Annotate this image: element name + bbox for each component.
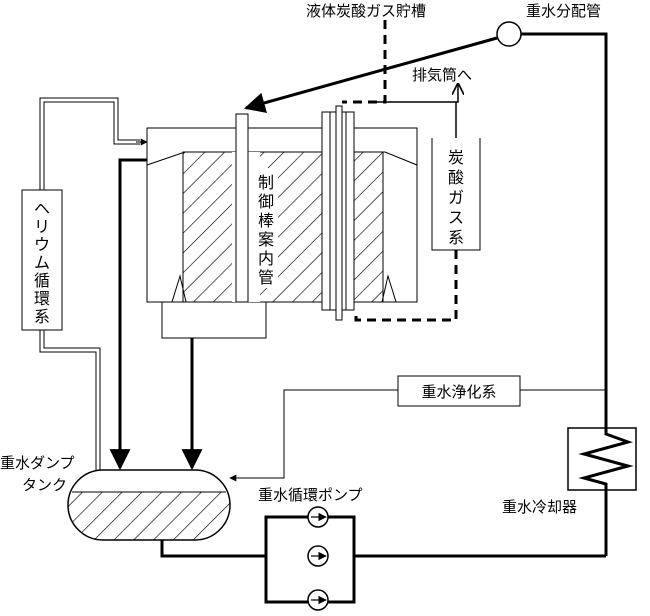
co2-char-5: 系	[448, 228, 464, 247]
purification-return-line	[229, 389, 398, 482]
exhaust-line	[370, 84, 458, 103]
overflow-line	[109, 158, 147, 471]
guide-tube-char-4: 案	[258, 230, 274, 249]
cooler-coil	[578, 428, 634, 490]
inlet-line	[243, 36, 498, 114]
heavy-water-header-label: 重水分配管	[526, 2, 601, 20]
control-rod-guide-tube-label: 制 御 棒 案 内 管	[256, 168, 278, 288]
guide-tube-char-1: 制	[258, 173, 274, 192]
helium-char-4: ム	[34, 253, 50, 272]
helium-system-box	[21, 189, 63, 331]
circulation-pumps	[160, 490, 608, 611]
guide-tube-char-6: 管	[258, 268, 274, 287]
co2-char-1: 炭	[448, 148, 464, 167]
heavy-water-header-circle	[496, 21, 522, 47]
dump-to-pump-line	[160, 540, 266, 558]
heavy-water-dump-tank	[67, 469, 231, 541]
helium-pipe-top-b	[43, 101, 140, 190]
helium-pipe-top-a	[39, 97, 140, 190]
dump-tank-label-line1: 重水ダンプ	[0, 454, 75, 472]
guide-tube-char-5: 内	[258, 249, 274, 268]
co2-return-dashed-line	[354, 250, 458, 322]
guide-tube-char-3: 棒	[258, 211, 274, 230]
reactor-lower-box	[161, 302, 267, 339]
liquid-co2-tank-label: 液体炭酸ガス貯槽	[306, 2, 426, 20]
core-support-right	[381, 274, 397, 303]
cooler-label: 重水冷却器	[502, 498, 577, 516]
control-rod-guide-tube	[235, 113, 249, 303]
co2-supply-dashed-line	[342, 20, 387, 104]
helium-pipe-bottom-b	[43, 330, 101, 472]
helium-pipe-bottom-a	[39, 330, 97, 472]
co2-char-2: 酸	[448, 168, 464, 187]
purification-label: 重水浄化系	[421, 383, 496, 401]
helium-char-6: 環	[34, 289, 50, 308]
co2-char-3: ガ	[448, 188, 464, 207]
guide-tube-char-2: 御	[258, 192, 274, 211]
core-support-left	[171, 274, 187, 303]
exhaust-stack-label: 排気筒へ	[412, 66, 472, 84]
purification-box	[397, 375, 521, 407]
reactor-tank	[146, 105, 418, 321]
co2-char-4: ス	[448, 208, 464, 227]
dump-tank-water	[68, 492, 230, 540]
supply-line-right	[521, 32, 608, 430]
helium-char-2: リ	[34, 217, 50, 236]
co2-pipe-core	[335, 105, 343, 321]
helium-system: ヘ リ ウ ム 循 環 系	[21, 97, 148, 472]
pump-label: 重水循環ポンプ	[258, 486, 363, 504]
purification-system: 重水浄化系	[229, 375, 606, 482]
co2-system-box: 炭 酸 ガ ス 系	[431, 102, 481, 251]
helium-char-7: 系	[34, 307, 50, 326]
heavy-water-cooler	[567, 427, 637, 491]
helium-char-1: ヘ	[34, 199, 50, 218]
helium-char-5: 循	[34, 271, 50, 290]
dump-tank-label-line2: タンク	[22, 476, 67, 494]
helium-char-3: ウ	[34, 235, 50, 254]
